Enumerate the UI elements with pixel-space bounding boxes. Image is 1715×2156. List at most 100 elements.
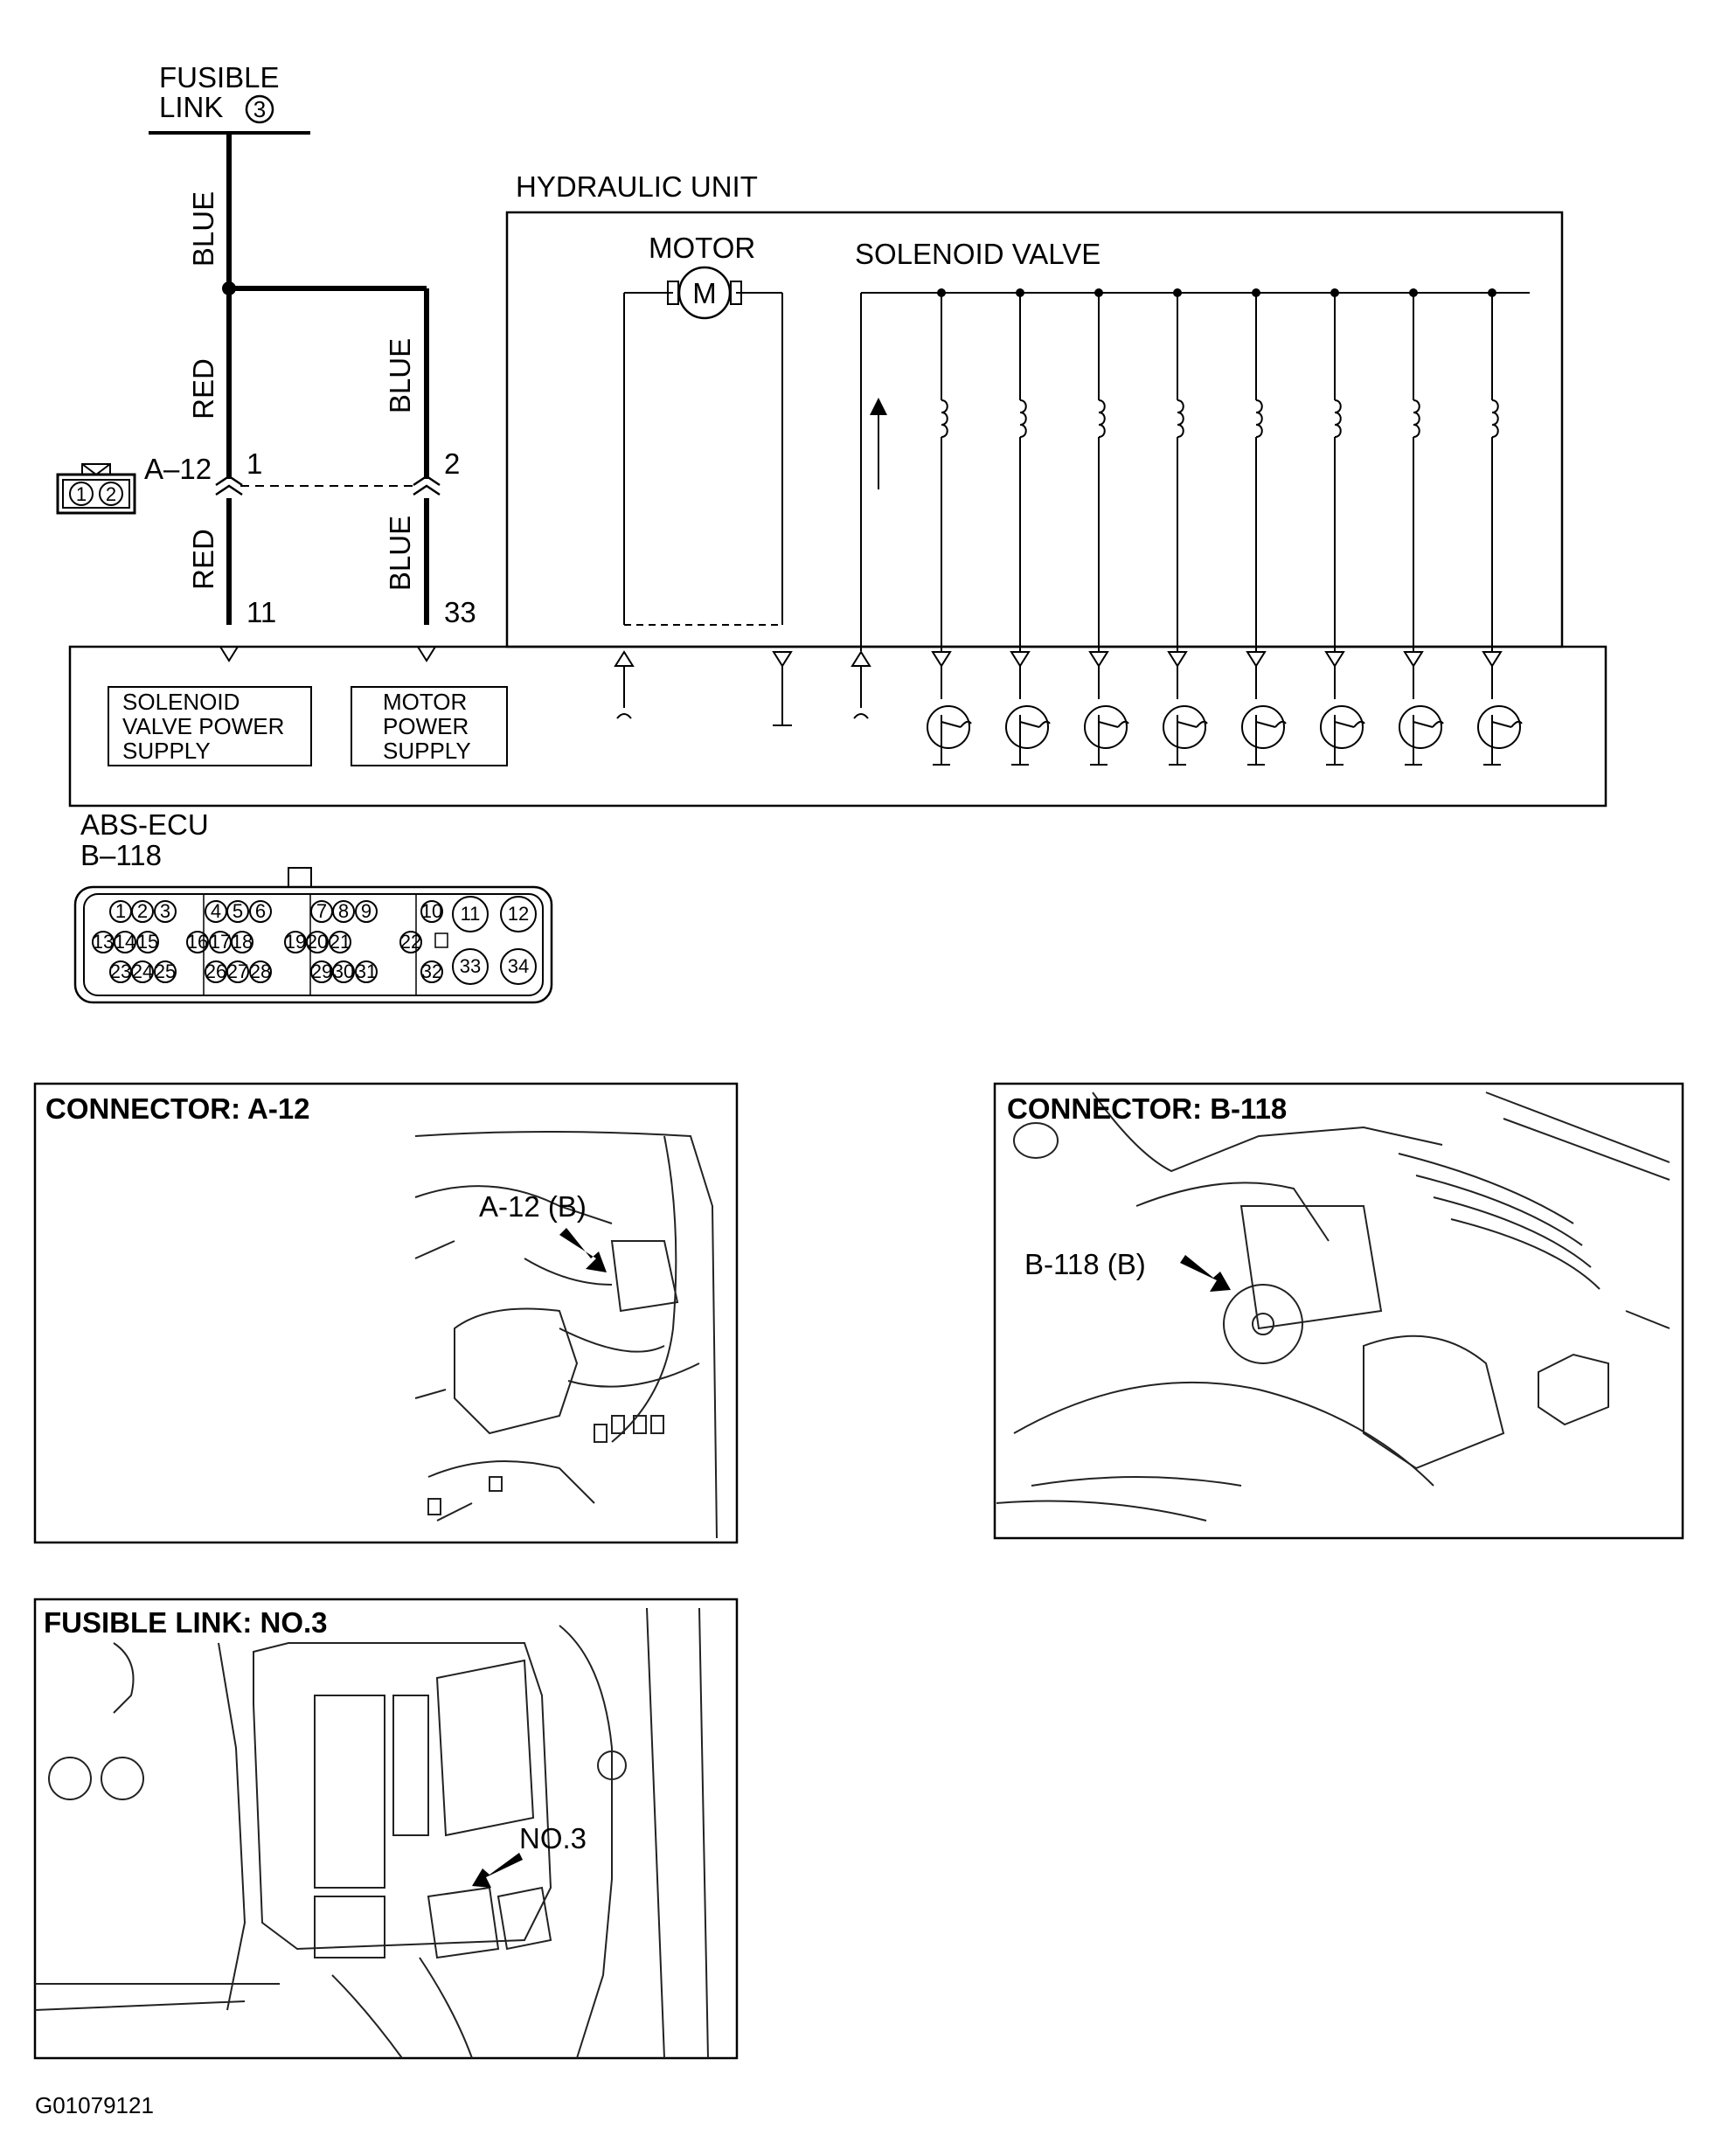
b118-pin: 25	[154, 960, 177, 983]
b118-pin-label: 18	[232, 931, 253, 953]
panel-a12-callout: A-12 (B)	[479, 1190, 587, 1223]
solenoid-valve-label: SOLENOID VALVE	[855, 238, 1101, 270]
b118-pin: 15	[136, 931, 159, 953]
b118-pin: 17	[209, 931, 232, 953]
b118-pin-label: 12	[508, 903, 529, 925]
solenoid-coil	[1330, 288, 1342, 651]
panel-b118-callout: B-118 (B)	[1024, 1248, 1146, 1280]
b118-pin-label: 24	[132, 960, 153, 982]
motor-symbol-letter: M	[692, 277, 717, 309]
ecu-terminal-11: 11	[246, 596, 276, 628]
b118-pin-label: 15	[137, 931, 158, 953]
b118-pin: 5	[226, 900, 249, 923]
b118-pin: 32	[420, 960, 443, 983]
b118-pin-label: 22	[400, 931, 421, 953]
svg-text:2: 2	[106, 483, 116, 505]
solenoid-coil	[1252, 288, 1263, 651]
b118-pin-label: 4	[211, 900, 221, 922]
solenoid-coil	[1488, 288, 1499, 651]
hydraulic-unit	[505, 211, 1564, 651]
hydraulic-unit-label: HYDRAULIC UNIT	[516, 170, 758, 203]
b118-pin: 10	[420, 900, 443, 923]
b118-connector-face	[73, 867, 553, 1004]
b118-pin: 9	[355, 900, 378, 923]
panel-a12-title: CONNECTOR: A-12	[45, 1092, 310, 1125]
b118-pin: 29	[310, 960, 333, 983]
motor-supply-line3: SUPPLY	[383, 738, 471, 764]
b118-pin: 4	[205, 900, 227, 923]
b118-pin-label: 9	[361, 900, 371, 922]
ecu-transistor	[1005, 651, 1051, 766]
b118-pin: 3	[154, 900, 177, 923]
panel-fusible-callout: NO.3	[519, 1822, 587, 1854]
b118-pin-label: 27	[227, 960, 248, 982]
connector-a12-pin2: 2	[444, 447, 460, 480]
wire-color-blue-upper: BLUE	[384, 338, 416, 413]
b118-pin: 12	[500, 896, 537, 932]
panel-connector-b118: CONNECTOR: B-118 B-118 (B)	[993, 1082, 1684, 1540]
b118-pin: 18	[231, 931, 253, 953]
solenoid-supply-line2: VALVE POWER	[122, 713, 284, 739]
wire-harness	[215, 133, 441, 625]
solenoid-coil	[1016, 288, 1027, 651]
solenoid-coil	[1173, 288, 1184, 651]
fusible-link: FUSIBLE LINK 3	[149, 61, 310, 135]
b118-pin: 19	[284, 931, 307, 953]
b118-pin-label: 11	[461, 903, 481, 925]
b118-pin: 27	[226, 960, 249, 983]
fusible-link-label-2: LINK	[159, 91, 223, 123]
panel-fusible-title: FUSIBLE LINK: NO.3	[44, 1606, 328, 1639]
b118-pin: 33	[452, 948, 489, 985]
ecu-transistor	[1320, 651, 1365, 766]
b118-pin: 26	[205, 960, 227, 983]
b118-pin: 14	[114, 931, 136, 953]
b118-pin: 24	[131, 960, 154, 983]
b118-pin-label: 21	[330, 931, 351, 953]
b118-pin-label: 2	[137, 900, 148, 922]
b118-pin-label: 8	[338, 900, 349, 922]
solenoid-coil	[937, 288, 948, 651]
wire-color-blue-top: BLUE	[187, 191, 219, 267]
b118-pin-label: 30	[333, 960, 354, 982]
panel-fusible-link: FUSIBLE LINK: NO.3 NO.3	[33, 1598, 739, 2060]
b118-pin: 7	[310, 900, 333, 923]
motor-symbol	[677, 266, 732, 320]
panel-connector-a12: CONNECTOR: A-12 A-12 (B)	[33, 1082, 739, 1544]
b118-pin-label: 5	[233, 900, 243, 922]
connector-a12-pin1: 1	[246, 447, 262, 480]
fusible-link-label: FUSIBLE	[159, 61, 280, 94]
b118-pin-label: 31	[356, 960, 377, 982]
connector-a12-label: A–12	[144, 453, 212, 485]
b118-pin-label: 7	[316, 900, 327, 922]
b118-pin: 11	[452, 896, 489, 932]
b118-pin: 13	[92, 931, 115, 953]
solenoid-coil	[1094, 288, 1106, 651]
ecu-terminal-33: 33	[444, 596, 476, 628]
b118-pin-label: 29	[311, 960, 332, 982]
b118-pin: 8	[332, 900, 355, 923]
ecu-transistor	[1477, 651, 1523, 766]
b118-pin: 20	[306, 931, 329, 953]
motor-label: MOTOR	[649, 232, 755, 264]
ecu-name: ABS-ECU	[80, 808, 209, 841]
wire-color-blue-lower: BLUE	[384, 516, 416, 591]
b118-pin: 23	[109, 960, 132, 983]
fusible-link-number-circle	[245, 94, 274, 124]
solenoid-supply-line3: SUPPLY	[122, 738, 211, 764]
ecu-transistor	[1084, 651, 1129, 766]
b118-pin: 28	[249, 960, 272, 983]
b118-pin: 6	[249, 900, 272, 923]
solenoid-coils	[937, 288, 1499, 651]
fusible-pointer-arrow	[472, 1853, 523, 1888]
svg-text:1: 1	[76, 483, 87, 505]
b118-pin-label: 16	[187, 931, 208, 953]
b118-pin-label: 10	[421, 900, 442, 922]
panel-b118-title: CONNECTOR: B-118	[1007, 1092, 1287, 1125]
b118-pin: 22	[399, 931, 422, 953]
b118-pin: 34	[500, 948, 537, 985]
b118-pin-label: 1	[115, 900, 126, 922]
b118-pin: 30	[332, 960, 355, 983]
abs-ecu	[68, 645, 1607, 808]
